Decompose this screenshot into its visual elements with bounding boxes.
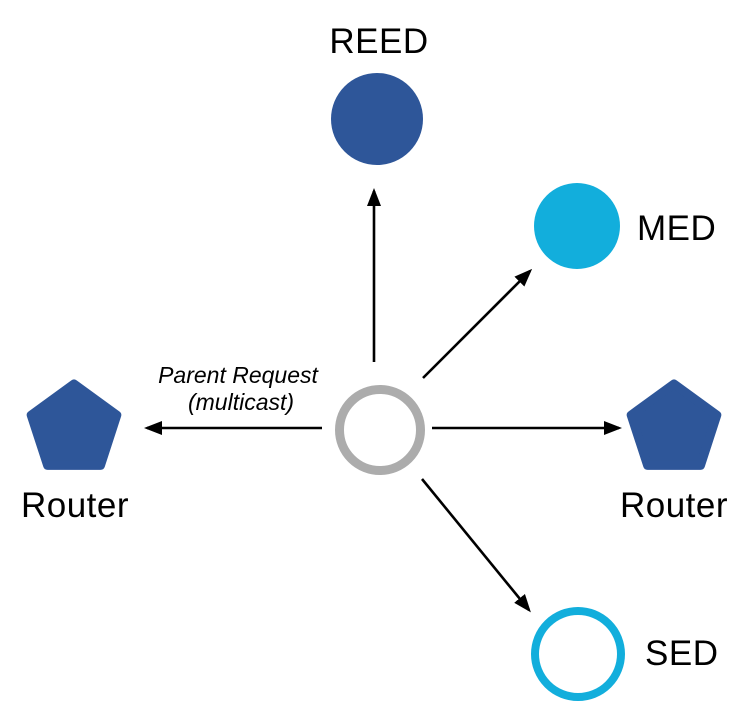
router-right-label: Router: [620, 486, 728, 525]
joiner-node: [335, 385, 425, 475]
med-label: MED: [637, 209, 716, 248]
sed-node: [531, 607, 625, 701]
arrow-to-sed: [420, 478, 531, 613]
router-left-label: Router: [21, 486, 129, 525]
router-left-node: [26, 379, 122, 470]
med-node: [534, 183, 620, 269]
reed-node: [331, 73, 423, 165]
router-right-node: [626, 379, 722, 470]
arrow-to-med: [422, 268, 533, 379]
parent-request-annotation-line2: (multicast): [188, 389, 294, 415]
sed-label: SED: [645, 634, 718, 673]
reed-label: REED: [329, 22, 428, 61]
parent-request-annotation-line1: Parent Request: [158, 362, 319, 388]
